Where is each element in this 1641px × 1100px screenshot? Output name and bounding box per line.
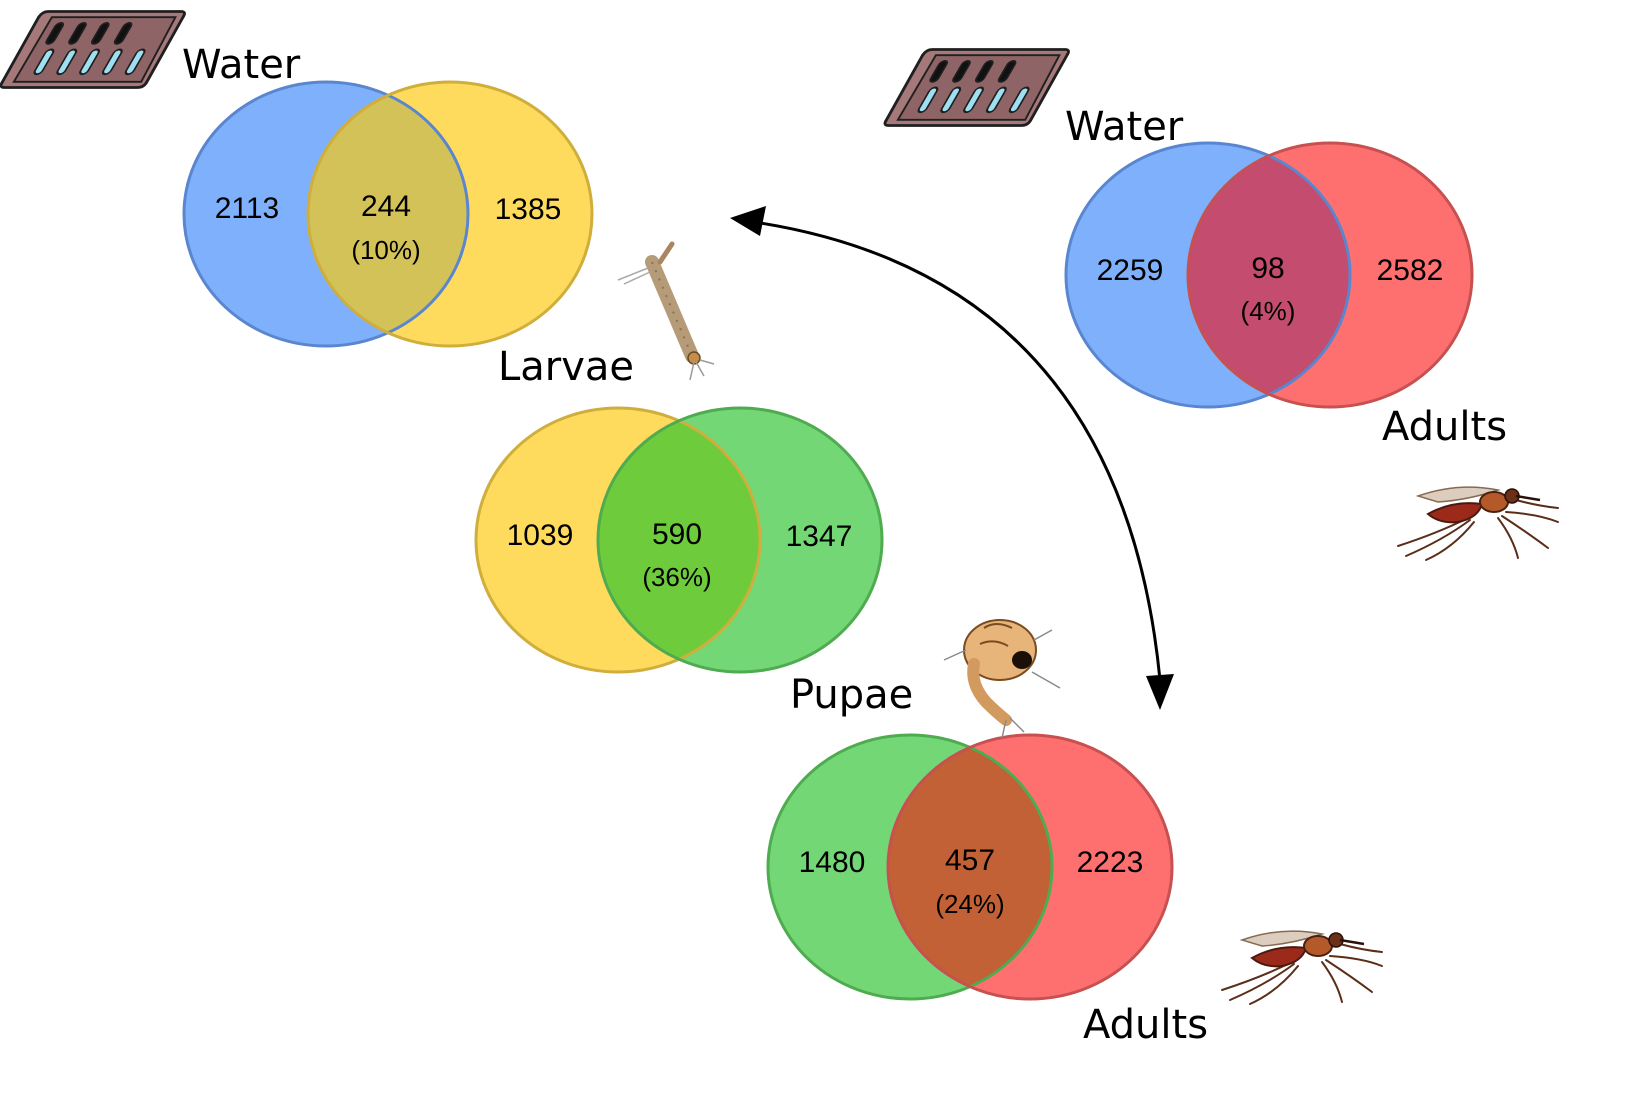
overlap-count: 457 xyxy=(945,844,995,877)
venn-right-outline xyxy=(1186,141,1474,409)
mosquito-icon xyxy=(1396,485,1560,562)
arrowhead-start xyxy=(730,206,766,236)
venn-left-outline xyxy=(474,406,762,674)
left-only-count: 2259 xyxy=(1097,254,1164,287)
water-tray-icon xyxy=(883,48,1070,127)
arrowhead-end xyxy=(1146,674,1174,710)
left-only-count: 1039 xyxy=(507,519,574,552)
set-label-left: Water xyxy=(1065,104,1184,150)
left-only-count: 1480 xyxy=(799,846,866,879)
water-tray-icon xyxy=(0,10,186,89)
mosquito-icon xyxy=(1220,929,1384,1006)
right-only-count: 2582 xyxy=(1377,254,1444,287)
set-label-right: Adults xyxy=(1382,404,1507,450)
venn-right-outline xyxy=(596,406,884,674)
venn-overlap-region xyxy=(1188,143,1350,407)
double-headed-curved-arrow-icon xyxy=(730,206,1174,710)
venn-right-outline xyxy=(306,80,594,348)
right-only-count: 1347 xyxy=(786,520,853,553)
venn-left-outline xyxy=(182,80,470,348)
pupa-icon xyxy=(943,619,1061,739)
larva-icon xyxy=(617,241,715,381)
right-only-count: 1385 xyxy=(495,193,562,226)
overlap-percentage: (10%) xyxy=(351,235,420,265)
venn-left-outline xyxy=(766,733,1054,1001)
overlap-count: 590 xyxy=(652,518,702,551)
venn-right-outline xyxy=(886,733,1174,1001)
left-only-count: 2113 xyxy=(215,192,280,225)
overlap-percentage: (36%) xyxy=(642,562,711,592)
set-label-right: Larvae xyxy=(498,344,634,390)
set-label-left: Water xyxy=(182,42,301,88)
set-label-right: Pupae xyxy=(790,672,913,718)
venn-overlap-region xyxy=(598,408,760,672)
overlap-percentage: (24%) xyxy=(935,889,1004,919)
venn-overlap-region xyxy=(888,735,1052,999)
overlap-count: 98 xyxy=(1251,252,1284,285)
overlap-count: 244 xyxy=(361,190,411,223)
set-label-right: Adults xyxy=(1083,1002,1208,1048)
overlap-percentage: (4%) xyxy=(1241,296,1296,326)
right-only-count: 2223 xyxy=(1077,846,1144,879)
venn-overlap-region xyxy=(308,82,468,346)
venn-left-outline xyxy=(1064,141,1352,409)
